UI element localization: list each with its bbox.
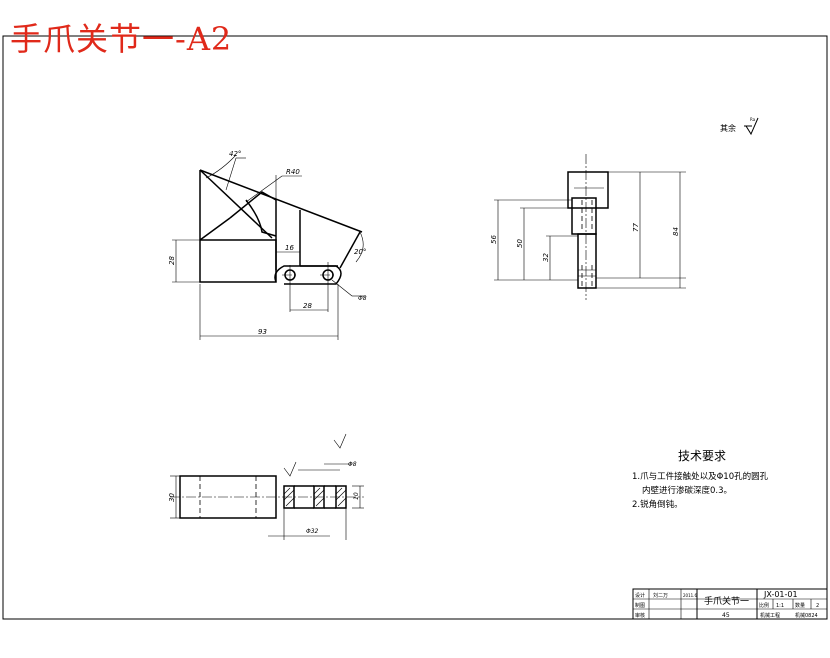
dim-side-50: 50 xyxy=(516,239,524,248)
dim-hole-spacing-28: 28 xyxy=(303,302,312,310)
tb-drawing-number: JX-01-01 xyxy=(763,590,798,599)
tb-drafter-label: 设计 xyxy=(635,592,645,599)
roughness-mark-2-icon xyxy=(333,433,347,449)
tb-school: 机械工程 xyxy=(760,612,780,619)
tb-date: 2011.6 xyxy=(683,593,697,598)
side-view-top-block xyxy=(567,171,609,209)
tech-item-1-line-1: 1.爪与工件接触处以及Φ10孔的圆孔 xyxy=(632,471,769,482)
tb-material: 45 xyxy=(722,612,730,619)
dim-bottom-10: 10 xyxy=(353,492,360,500)
side-view: 56 50 32 77 84 xyxy=(490,154,686,300)
surface-note-label: 其余 xyxy=(720,123,736,133)
sheet-border xyxy=(2,35,828,620)
tb-class: 机械0824 xyxy=(795,612,818,619)
tb-designer-name: 刘二万 xyxy=(653,592,668,599)
dim-radius-r40: R40 xyxy=(286,168,300,176)
dim-angle-20: 20° xyxy=(354,248,366,256)
tech-requirements-heading: 技术要求 xyxy=(678,449,726,463)
tb-qty-value: 2 xyxy=(816,603,819,609)
dim-height-28: 28 xyxy=(168,256,176,265)
tech-item-1-line-2: 内壁进行渗碳深度0.3。 xyxy=(642,485,732,496)
tech-requirements: 技术要求 1.爪与工件接触处以及Φ10孔的圆孔 内壁进行渗碳深度0.3。 2.锐… xyxy=(632,449,769,510)
front-view-outline-left xyxy=(199,170,277,283)
front-view: 42° R40 16 20° 28 28 Φ8 xyxy=(168,150,367,340)
dim-side-32: 32 xyxy=(542,253,550,262)
side-view-stem xyxy=(577,233,597,289)
section-hatch xyxy=(283,487,347,507)
dim-bottom-hole-dia: Φ8 xyxy=(348,461,357,468)
bottom-view: 30 Φ8 10 Φ32 xyxy=(168,433,364,540)
dim-side-77: 77 xyxy=(632,223,640,232)
tb-scale-label: 比例 xyxy=(759,602,769,609)
surface-roughness-note: 其余 Ra xyxy=(720,117,759,136)
roughness-value: Ra xyxy=(750,117,756,122)
tb-designer-label: 制图 xyxy=(635,602,645,609)
roughness-mark-1-icon xyxy=(283,461,297,477)
tb-checker-label: 审核 xyxy=(635,612,645,619)
drawing-title-overlay: 手爪关节一-A2 xyxy=(10,20,233,58)
dim-hole-dia-front: Φ8 xyxy=(358,295,367,302)
dim-overall-93: 93 xyxy=(258,328,267,336)
dim-side-56: 56 xyxy=(490,235,498,244)
dim-width-16: 16 xyxy=(285,244,294,252)
title-block-frame xyxy=(632,588,828,620)
tech-item-2: 2.锐角倒钝。 xyxy=(632,499,683,510)
title-block: 设计 制图 审核 刘二万 2011.6 手爪关节一 45 JX-01-01 比例… xyxy=(632,588,828,620)
tb-part-name: 手爪关节一 xyxy=(704,595,749,607)
dim-side-84: 84 xyxy=(672,227,680,236)
tb-qty-label: 数量 xyxy=(795,602,805,609)
roughness-symbol-icon xyxy=(745,117,759,136)
dim-bottom-30: 30 xyxy=(168,493,176,502)
dim-angle-42: 42° xyxy=(229,150,241,158)
tb-scale-value: 1:1 xyxy=(776,603,784,609)
dim-bottom-outer-dia: Φ32 xyxy=(306,528,319,535)
